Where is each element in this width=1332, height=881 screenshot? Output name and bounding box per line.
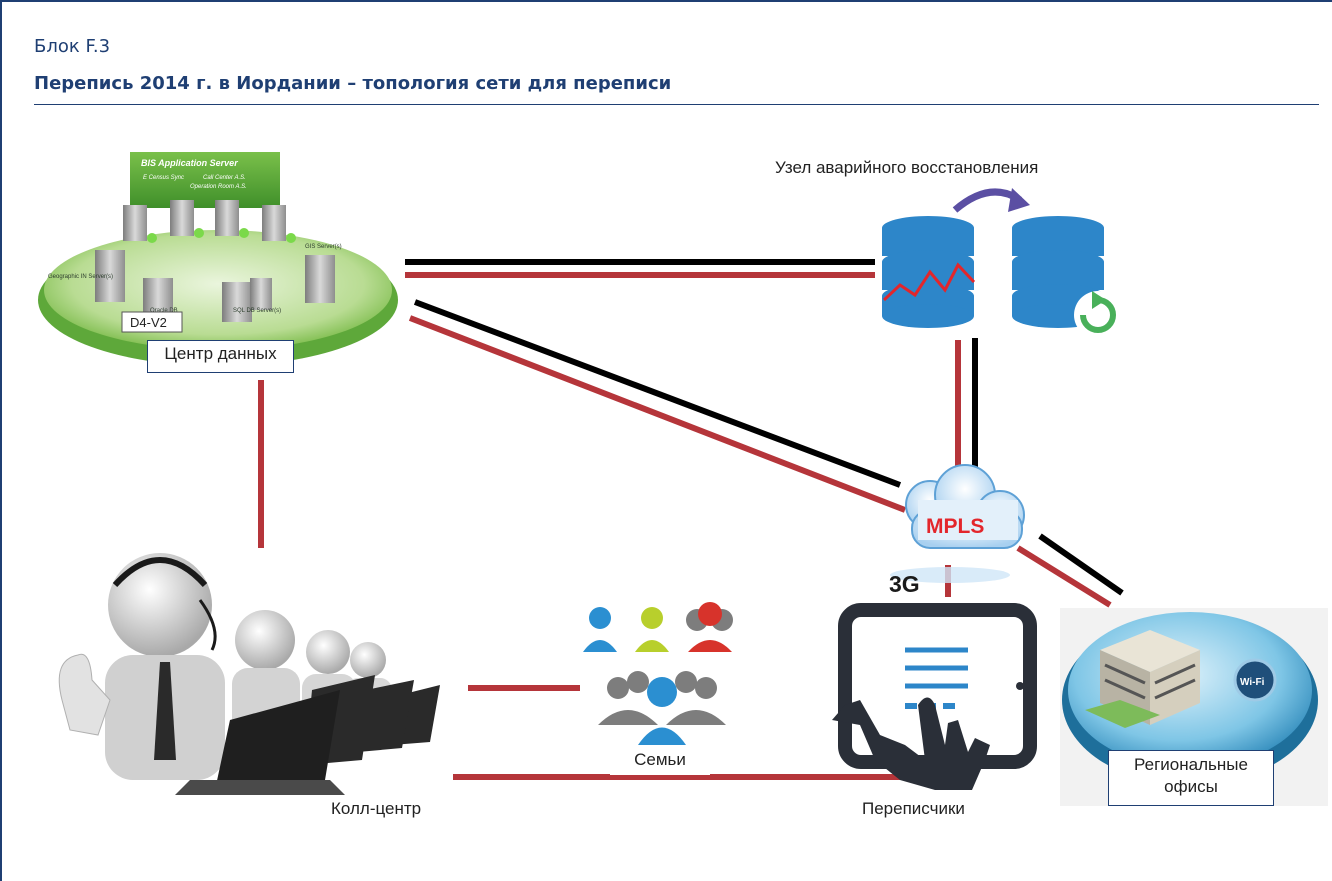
data-center-graphic: BIS Application Server E Census Sync Cal… bbox=[38, 152, 398, 366]
server-label-gis: GIS Server(s) bbox=[305, 244, 342, 250]
call-center-label: Колл-центр bbox=[331, 799, 422, 818]
database-icon-primary bbox=[882, 216, 976, 328]
server-label-geo: Geographic IN Server(s) bbox=[48, 274, 113, 280]
server-label-oracle: Oracle DB bbox=[150, 308, 178, 314]
data-center-label: Центр данных bbox=[147, 340, 294, 373]
app-server-title: BIS Application Server bbox=[141, 158, 238, 168]
link-drsite-mpls bbox=[955, 338, 978, 480]
building-icon bbox=[1085, 630, 1200, 728]
app-servers-icon bbox=[123, 200, 296, 243]
regional-offices-graphic: Wi-Fi bbox=[1060, 608, 1328, 806]
mpls-label: MPLS bbox=[926, 515, 984, 538]
box-number: Блок F.3 bbox=[34, 36, 111, 57]
link-dc-mpls bbox=[408, 299, 907, 513]
dr-site-label: Узел аварийного восстановления bbox=[775, 158, 1039, 177]
agent-icon-1 bbox=[58, 553, 345, 795]
tablet-icon bbox=[832, 603, 1037, 790]
wifi-badge: Wi-Fi bbox=[1240, 677, 1265, 688]
families-icon bbox=[583, 602, 733, 745]
restore-icon bbox=[1074, 291, 1122, 339]
mpls-cloud-icon: MPLS bbox=[890, 464, 1025, 583]
figure-title: Перепись 2014 г. в Иордании – топология … bbox=[34, 73, 672, 94]
enumerators-label: Переписчики bbox=[862, 799, 965, 818]
app-server-item-2: Call Center A.S. bbox=[203, 175, 246, 181]
link-dc-drsite bbox=[405, 259, 875, 278]
dr-site-graphic bbox=[882, 188, 1122, 339]
call-center-graphic bbox=[58, 553, 440, 795]
link-mpls-regional bbox=[1016, 533, 1124, 608]
app-server-item-3: Operation Room A.S. bbox=[190, 184, 247, 190]
3g-label: 3G bbox=[889, 571, 920, 597]
regional-offices-label: Региональные офисы bbox=[1108, 750, 1274, 806]
app-server-item-1: E Census Sync bbox=[143, 175, 184, 181]
families-label: Семьи bbox=[610, 748, 710, 775]
db-servers-icon bbox=[95, 250, 335, 322]
dc-tag: D4-V2 bbox=[130, 315, 167, 330]
hand-icon bbox=[832, 697, 990, 790]
server-label-sql: SQL DB Server(s) bbox=[233, 308, 281, 314]
header-divider bbox=[34, 104, 1319, 105]
